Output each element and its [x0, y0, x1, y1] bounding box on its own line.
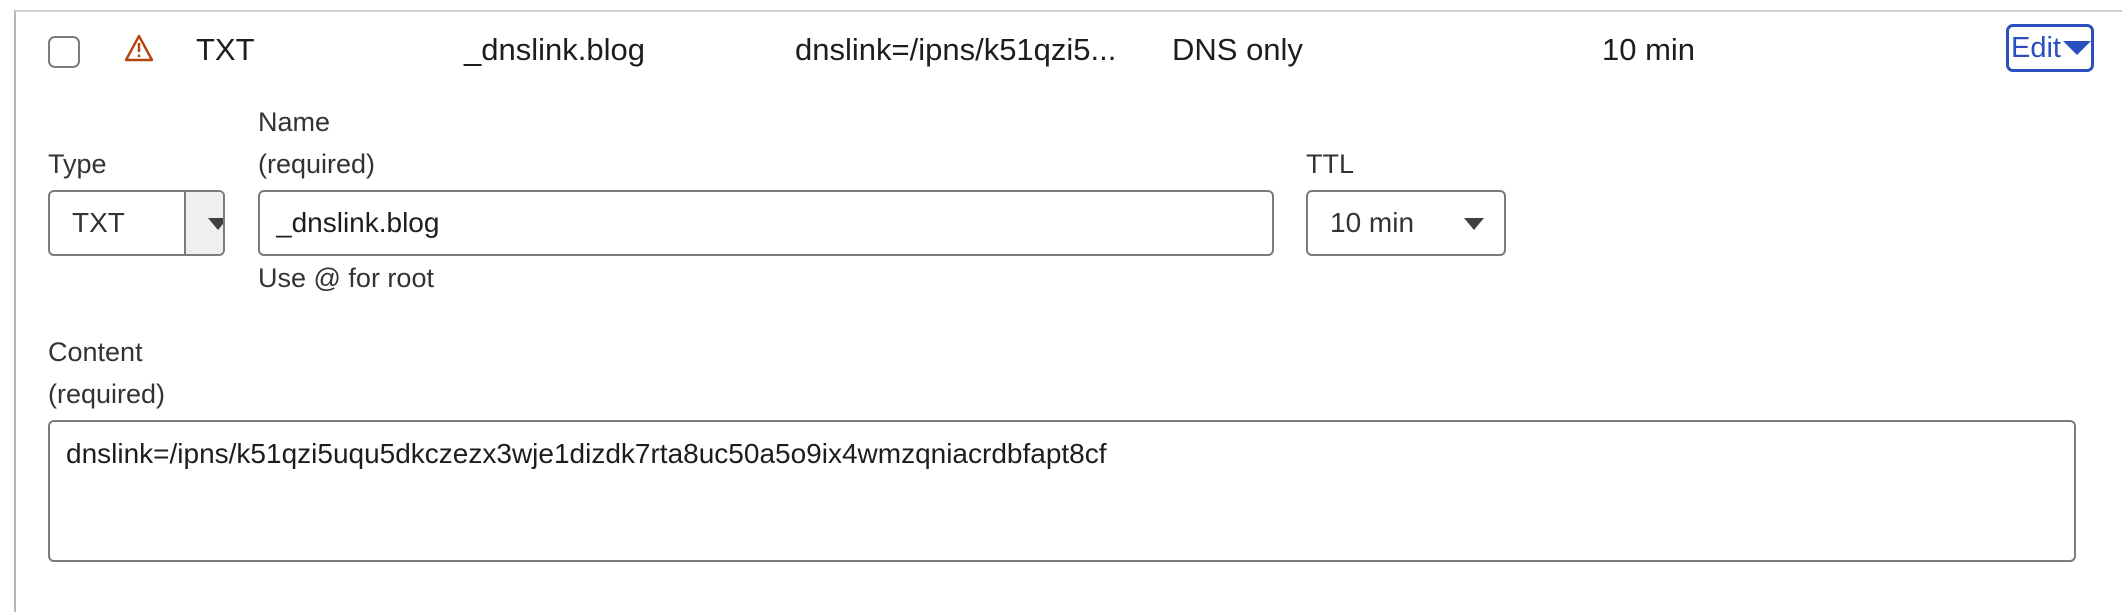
warning-triangle-icon — [124, 34, 154, 62]
ttl-select[interactable]: 10 min — [1306, 190, 1506, 256]
name-input[interactable] — [258, 190, 1274, 256]
content-textarea[interactable]: dnslink=/ipns/k51qzi5uqu5dkczezx3wje1diz… — [48, 420, 2076, 562]
type-select-value: TXT — [72, 207, 125, 238]
content-label: Content — [48, 337, 143, 367]
record-select-checkbox[interactable] — [48, 36, 80, 68]
record-ttl: 10 min — [1602, 32, 1696, 67]
type-select[interactable]: TXT — [48, 190, 225, 256]
chevron-down-icon — [208, 218, 223, 230]
ttl-label: TTL — [1306, 149, 1355, 179]
edit-button-label: Edit — [2011, 32, 2061, 64]
name-required-label: (required) — [258, 149, 376, 179]
record-name: _dnslink.blog — [464, 32, 645, 67]
record-proxy-status: DNS only — [1172, 32, 1303, 67]
record-type: TXT — [196, 32, 255, 67]
name-label: Name — [258, 107, 331, 137]
type-select-toggle[interactable] — [184, 192, 223, 254]
type-label: Type — [48, 149, 107, 179]
ttl-select-value: 10 min — [1330, 207, 1415, 238]
edit-button[interactable]: Edit — [2006, 24, 2094, 72]
chevron-down-icon — [2062, 41, 2091, 55]
chevron-down-icon — [1464, 218, 1484, 230]
content-required-label: (required) — [48, 379, 166, 409]
record-content: dnslink=/ipns/k51qzi5... — [795, 32, 1117, 67]
name-hint: Use @ for root — [258, 263, 434, 293]
